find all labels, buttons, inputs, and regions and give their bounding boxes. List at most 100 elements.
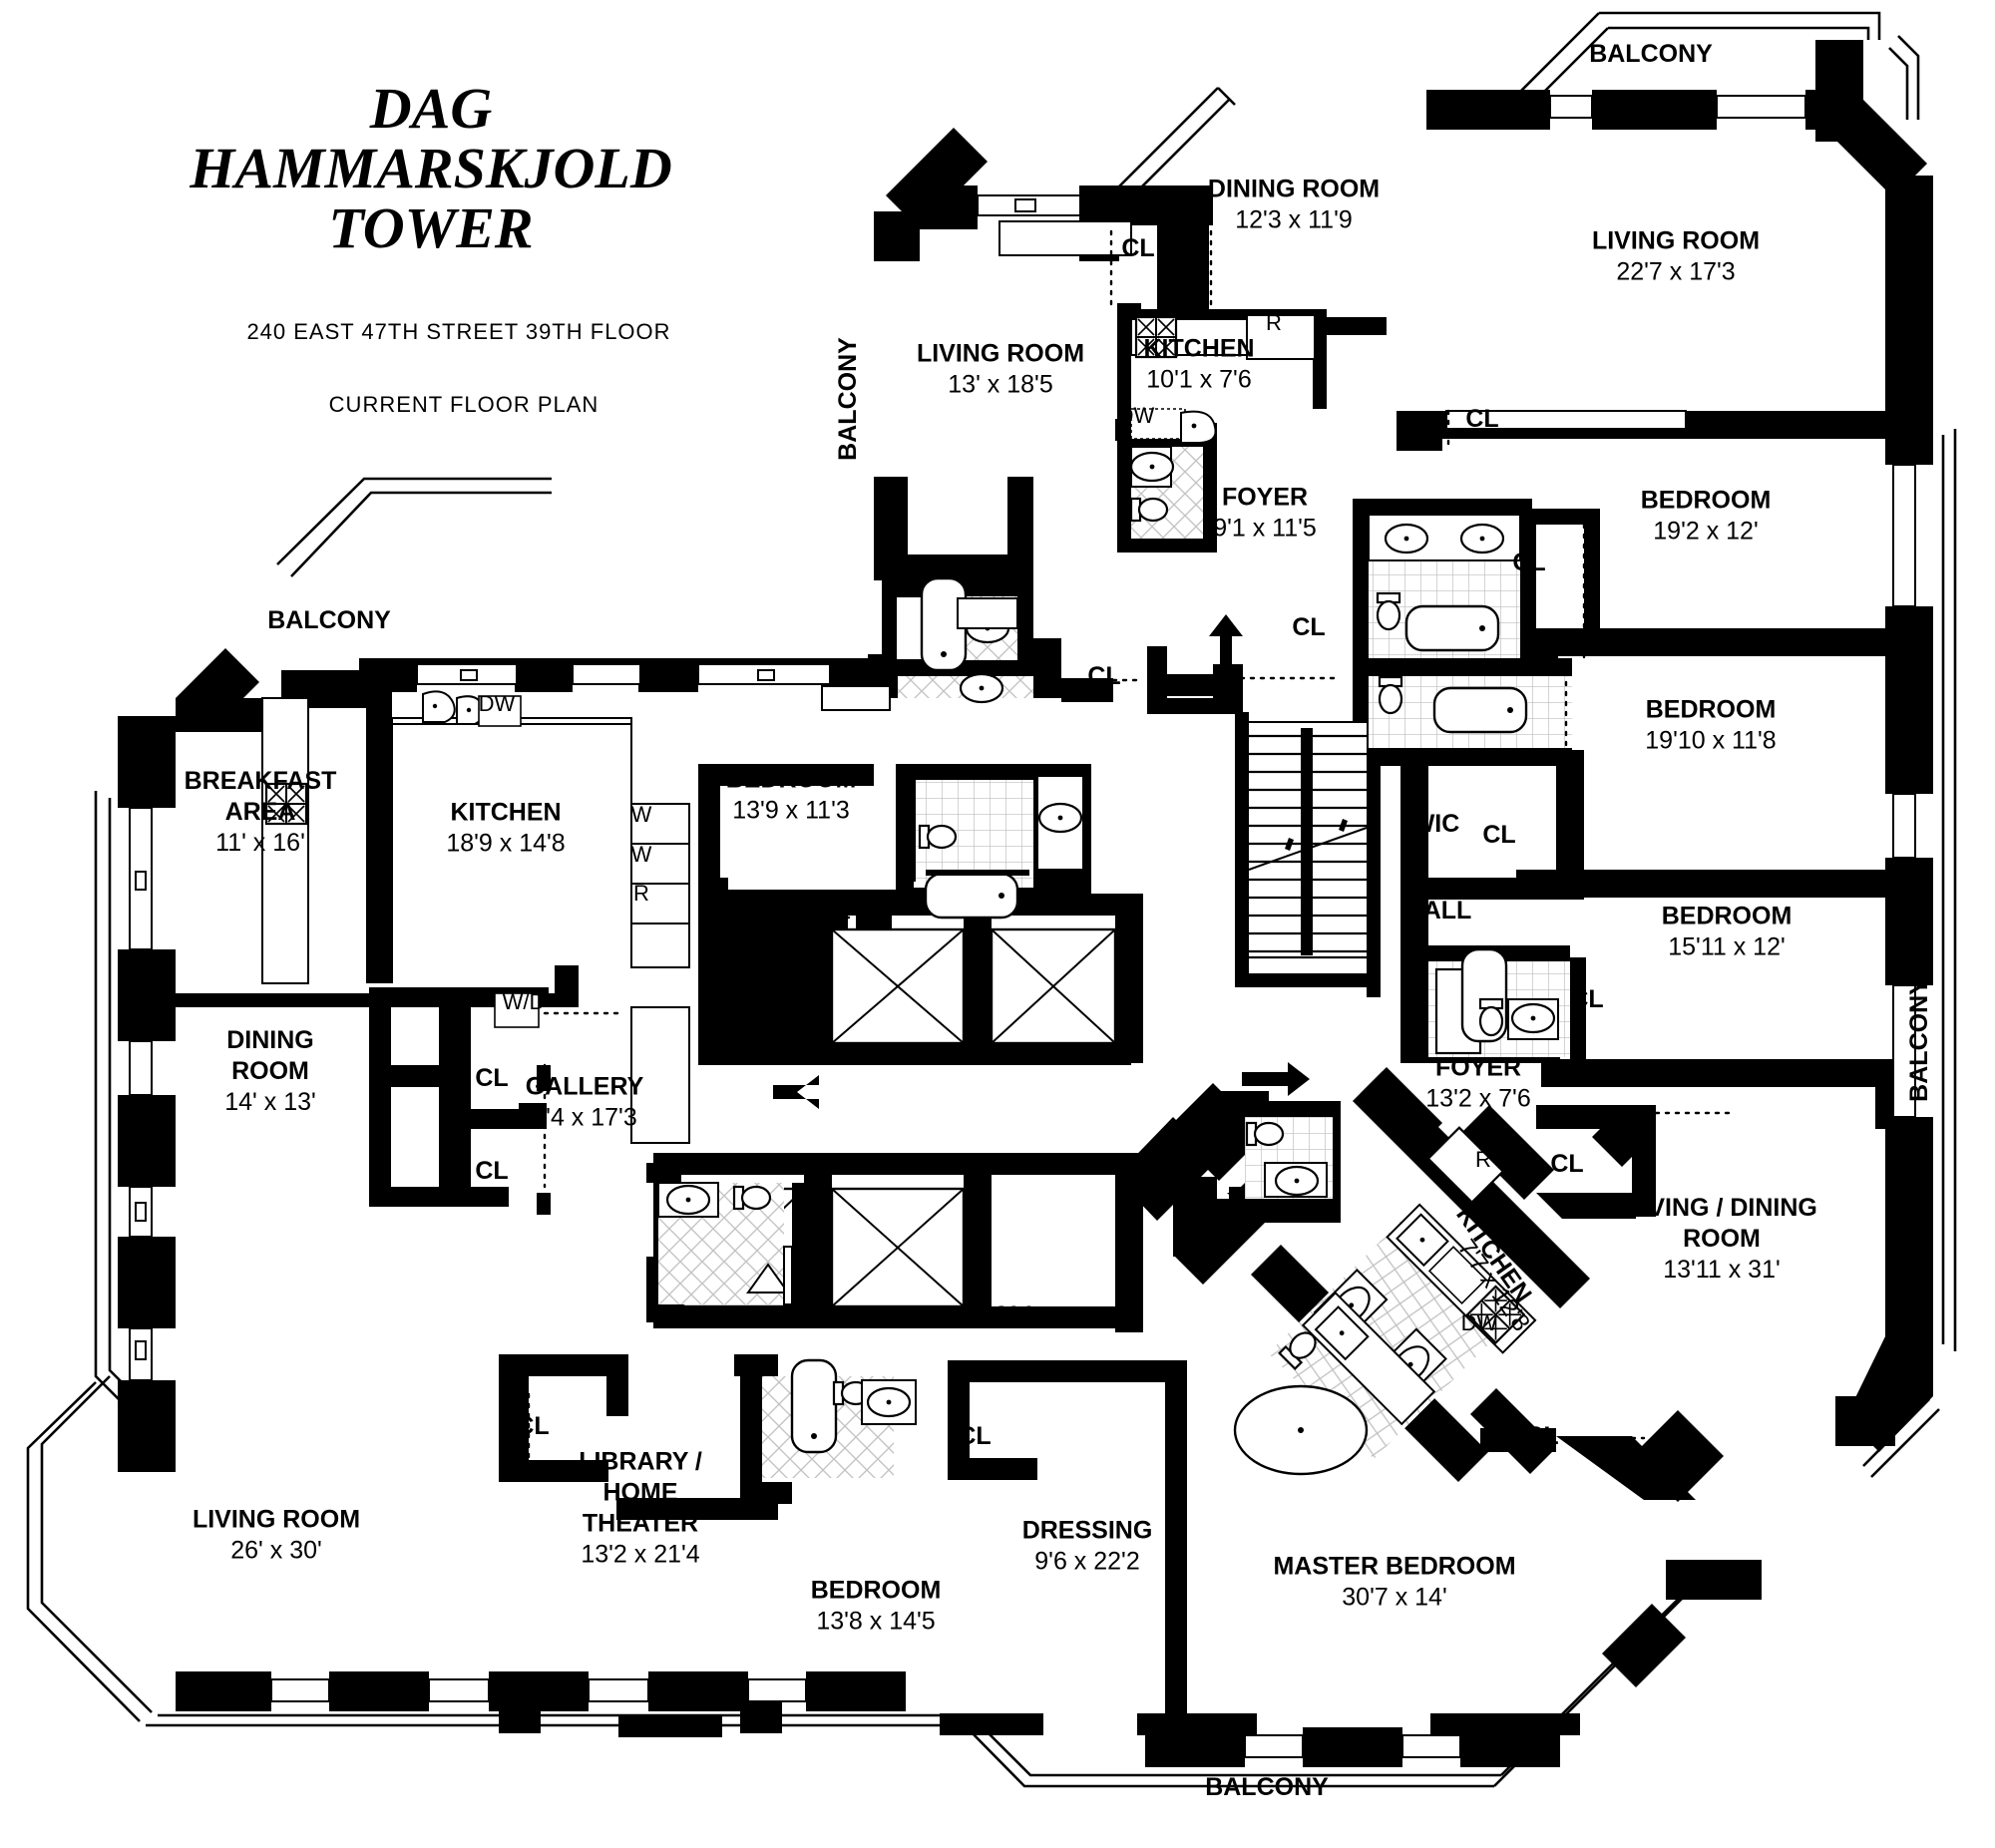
room-dim-living-dining-room: 13'11 x 31' [1663,1256,1781,1284]
closet-label-cl-11: CL [475,1157,508,1185]
room-dim-breakfast-area: 11' x 16' [215,829,305,857]
bathroom-upper-right-2 [1369,675,1572,748]
room-label-gallery: GALLERY [526,1073,644,1101]
bathroom-top-center [895,576,1018,672]
kitchen-top-fixtures [1130,314,1316,444]
room-label-hall-right: HALL [1405,897,1472,924]
closet-label-cl-7: CL [1482,821,1515,849]
room-label-master-bedroom: MASTER BEDROOM [1273,1553,1515,1581]
room-dim-dining-room-top: 12'3 x 11'9 [1235,206,1353,234]
appliance-label-dw-left-kitchen: DW [479,691,516,716]
appliance-label-dw-top-kitchen: DW [1118,403,1155,428]
room-dim-bedroom-right-1: 19'2 x 12' [1653,518,1758,546]
closet-label-cl-16: CL [958,1422,991,1450]
room-label-dining-room-left: DINING [226,1026,314,1054]
room-label-library-home-theater: HOME [603,1479,678,1507]
closet-label-cl-6: CL [1087,662,1120,690]
closet-label-cl-8: CL [1570,985,1603,1013]
closet-label-cl-9: CL [768,926,801,954]
title-line-3: TOWER [328,195,533,260]
room-label-living-room-top-right: LIVING ROOM [1592,227,1760,255]
direction-arrows [773,614,1310,1109]
appliance-label-w-1: W [631,802,652,827]
closet-label-cl-10: CL [475,1064,508,1092]
room-label-living-dining-room: ROOM [1683,1225,1761,1253]
room-dim-bedroom-right-3: 15'11 x 12' [1668,933,1786,961]
bathroom-center-bedroom [896,764,1084,920]
bathroom-hall-right [1428,947,1570,1057]
closet-label-cl-2: CL [1171,255,1199,288]
bathroom-gallery [657,1182,806,1306]
title-block: DAG HAMMARSKJOLD TOWER 240 EAST 47TH STR… [189,76,671,417]
closet-label-cl-1: CL [1121,234,1154,262]
room-label-balcony-left: BALCONY [267,606,391,634]
room-dim-bedroom-center: 13'9 x 11'3 [732,797,850,825]
room-label-library-home-theater: THEATER [583,1510,698,1538]
room-dim-bedroom-right-2: 19'10 x 11'8 [1645,727,1776,755]
room-label-balcony-right: BALCONY [1905,978,1933,1102]
closet-label-cl-12: CL [1195,1203,1228,1231]
room-dim-living-room-top-right: 22'7 x 17'3 [1616,258,1735,286]
appliance-label-wd: W/D [503,989,546,1014]
room-label-living-dining-room: LIVING / DINING [1626,1194,1817,1222]
room-label-kitchen-top: KITCHEN [1143,335,1254,363]
closet-label-cl-13: CL [1550,1150,1583,1178]
room-label-foyer-top: FOYER [1222,484,1308,512]
closet-label-cl-15: CL [516,1412,549,1440]
room-dim-kitchen-top: 10'1 x 7'6 [1146,366,1251,394]
room-label-dressing: DRESSING [1022,1517,1153,1545]
windows [129,95,1916,1758]
room-label-library-home-theater: LIBRARY / [579,1448,702,1476]
bathroom-top-center-2 [898,672,1033,704]
room-label-kitchen-left: KITCHEN [450,799,561,827]
room-dim-living-room-bottom-left: 26' x 30' [230,1537,322,1565]
room-dim-bedroom-bottom: 13'8 x 14'5 [816,1608,935,1636]
appliance-label-r-diagonal: R [1475,1147,1491,1172]
room-dim-dining-room-left: 14' x 13' [224,1088,316,1116]
closet-label-cl-14: CL [1525,1422,1558,1450]
bathroom-upper-right [1368,514,1521,658]
powder-room-top [1129,446,1203,539]
room-label-living-room-top-center: LIVING ROOM [917,340,1084,368]
room-dim-gallery: 8'4 x 17'3 [532,1104,636,1132]
room-label-living-room-bottom-left: LIVING ROOM [193,1506,360,1534]
room-label-bedroom-bottom: BEDROOM [811,1577,942,1605]
appliance-label-r-top-kitchen: R [1266,310,1282,335]
plan-caption: CURRENT FLOOR PLAN [329,392,599,417]
appliance-label-w-2: W [631,842,652,867]
room-dim-library-home-theater: 13'2 x 21'4 [581,1541,699,1569]
room-dim-foyer-right: 13'2 x 7'6 [1425,1085,1530,1113]
room-label-balcony-bottom: BALCONY [1205,1773,1329,1801]
room-dim-dressing: 9'6 x 22'2 [1034,1548,1139,1576]
title-line-2: HAMMARSKJOLD [189,136,671,200]
room-label-breakfast-area: BREAKFAST [185,767,337,795]
room-label-dining-room-top: DINING ROOM [1208,176,1380,203]
appliance-label-r-left: R [633,881,649,906]
closet-label-cl-5: CL [1292,613,1325,641]
room-label-bedroom-center: BEDROOM [726,766,857,794]
closet-label-cl-4: CL [1512,549,1545,576]
stairs [1235,698,1381,997]
room-label-balcony-upper-left: BALCONY [834,337,862,461]
room-label-bedroom-right-2: BEDROOM [1646,696,1777,724]
room-label-dining-room-left: ROOM [231,1057,309,1085]
appliance-label-dw-diagonal: DW [1461,1310,1498,1335]
kitchen-left-fixtures [261,690,690,1144]
master-tub [1233,1384,1369,1476]
title-line-1: DAG [369,76,493,141]
kitchen-diagonal-fixtures [1301,1126,1537,1426]
room-label-hall-center: HALL [975,1301,1041,1329]
room-dim-kitchen-left: 18'9 x 14'8 [446,830,565,858]
room-label-foyer-right: FOYER [1435,1054,1521,1082]
room-dim-foyer-top: 9'1 x 11'5 [1213,515,1317,543]
room-label-breakfast-area: AREA [225,798,296,826]
powder-room-master [1245,1117,1333,1199]
room-label-wic: WIC [1411,810,1460,838]
bathroom-bottom-center [762,1358,917,1478]
room-dim-living-room-top-center: 13' x 18'5 [948,371,1052,399]
room-dim-master-bedroom: 30'7 x 14' [1342,1584,1446,1612]
